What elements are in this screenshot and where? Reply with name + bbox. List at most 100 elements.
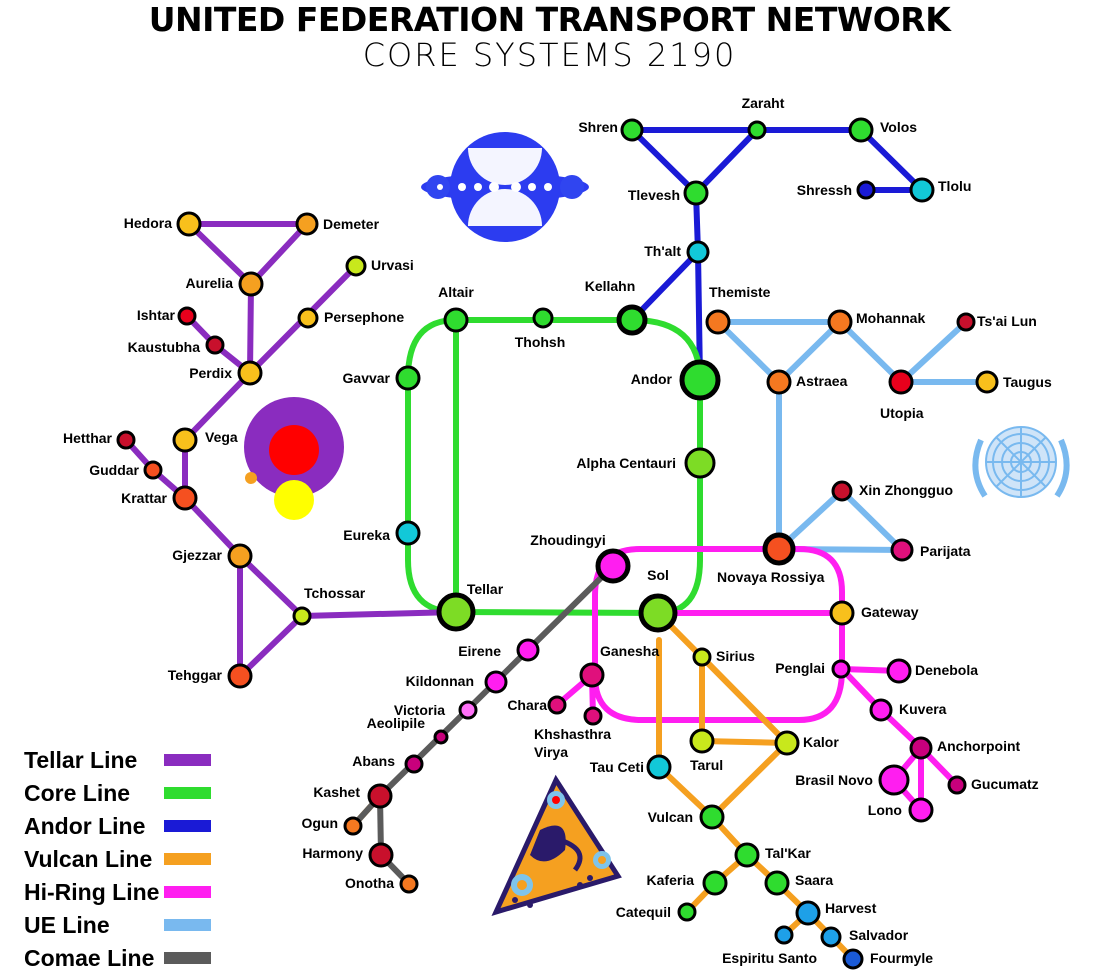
station-perdix[interactable]: Perdix xyxy=(189,360,263,386)
station-krattar[interactable]: Krattar xyxy=(121,485,198,511)
station-marker[interactable] xyxy=(909,736,933,760)
station-marker[interactable] xyxy=(827,309,853,335)
station-marker[interactable] xyxy=(532,307,554,329)
station-utopia[interactable]: Utopia xyxy=(880,369,924,421)
station-espiritu-santo[interactable]: Espiritu Santo xyxy=(722,925,817,966)
station-marker[interactable] xyxy=(297,307,319,329)
station-marker[interactable] xyxy=(856,180,876,200)
station-marker[interactable] xyxy=(831,480,853,502)
station-anchorpoint[interactable]: Anchorpoint xyxy=(909,736,1021,760)
station-themiste[interactable]: Themiste xyxy=(705,284,771,335)
station-marker[interactable] xyxy=(956,312,976,332)
station-marker[interactable] xyxy=(646,754,672,780)
station-marker[interactable] xyxy=(762,532,796,566)
station-marker[interactable] xyxy=(227,663,253,689)
station-hedora[interactable]: Hedora xyxy=(124,211,202,237)
station-marker[interactable] xyxy=(295,212,319,236)
station-ts-ai-lun[interactable]: Ts'ai Lun xyxy=(956,312,1037,332)
station-denebola[interactable]: Denebola xyxy=(886,658,978,684)
station-ganesha[interactable]: Ganesha xyxy=(579,643,659,688)
station-volos[interactable]: Volos xyxy=(848,117,917,143)
station-aurelia[interactable]: Aurelia xyxy=(186,271,264,297)
station-marker[interactable] xyxy=(433,729,449,745)
station-saara[interactable]: Saara xyxy=(764,870,833,896)
station-marker[interactable] xyxy=(683,180,709,206)
station-marker[interactable] xyxy=(176,211,202,237)
station-marker[interactable] xyxy=(888,369,914,395)
station-marker[interactable] xyxy=(395,365,421,391)
station-marker[interactable] xyxy=(345,255,367,277)
station-catequil[interactable]: Catequil xyxy=(616,902,697,922)
station-gucumatz[interactable]: Gucumatz xyxy=(947,775,1039,795)
station-kashet[interactable]: Kashet xyxy=(313,783,393,809)
station-andor[interactable]: Andor xyxy=(631,359,721,401)
station-tlevesh[interactable]: Tlevesh xyxy=(628,180,709,206)
station-tehggar[interactable]: Tehggar xyxy=(168,663,253,689)
station-marker[interactable] xyxy=(692,647,712,667)
station-marker[interactable] xyxy=(227,543,253,569)
station-aeolipile[interactable]: Aeolipile xyxy=(367,715,449,745)
station-kalor[interactable]: Kalor xyxy=(774,730,839,756)
station-marker[interactable] xyxy=(878,764,910,796)
station-kaferia[interactable]: Kaferia xyxy=(647,870,728,896)
station-shressh[interactable]: Shressh xyxy=(797,180,876,200)
station-marker[interactable] xyxy=(689,728,715,754)
station-guddar[interactable]: Guddar xyxy=(89,460,163,480)
station-marker[interactable] xyxy=(766,369,792,395)
station-kaustubha[interactable]: Kaustubha xyxy=(128,335,225,355)
station-marker[interactable] xyxy=(404,754,424,774)
station-marker[interactable] xyxy=(842,948,864,970)
station-marker[interactable] xyxy=(237,360,263,386)
station-marker[interactable] xyxy=(829,600,855,626)
station-marker[interactable] xyxy=(143,460,163,480)
station-marker[interactable] xyxy=(516,638,540,662)
station-harvest[interactable]: Harvest xyxy=(795,900,877,926)
station-marker[interactable] xyxy=(436,592,476,632)
station-marker[interactable] xyxy=(975,370,999,394)
station-vulcan[interactable]: Vulcan xyxy=(648,804,725,830)
station-vega[interactable]: Vega xyxy=(172,427,238,453)
station-marker[interactable] xyxy=(702,870,728,896)
station-fourmyle[interactable]: Fourmyle xyxy=(842,948,933,970)
station-marker[interactable] xyxy=(848,117,874,143)
station-eureka[interactable]: Eureka xyxy=(343,520,421,546)
station-marker[interactable] xyxy=(395,520,421,546)
station-marker[interactable] xyxy=(205,335,225,355)
station-onotha[interactable]: Onotha xyxy=(345,874,419,894)
station-marker[interactable] xyxy=(699,804,725,830)
station-zaraht[interactable]: Zaraht xyxy=(742,95,785,140)
station-tal-kar[interactable]: Tal'Kar xyxy=(734,842,811,868)
station-marker[interactable] xyxy=(172,427,198,453)
station-marker[interactable] xyxy=(679,359,721,401)
station-kildonnan[interactable]: Kildonnan xyxy=(406,670,508,694)
station-marker[interactable] xyxy=(616,304,648,336)
station-marker[interactable] xyxy=(443,307,469,333)
station-marker[interactable] xyxy=(686,240,710,264)
station-marker[interactable] xyxy=(774,925,794,945)
station-abans[interactable]: Abans xyxy=(352,753,424,774)
station-marker[interactable] xyxy=(368,842,394,868)
station-astraea[interactable]: Astraea xyxy=(766,369,848,395)
station-marker[interactable] xyxy=(583,706,603,726)
station-marker[interactable] xyxy=(484,670,508,694)
station-marker[interactable] xyxy=(620,118,644,142)
station-marker[interactable] xyxy=(684,447,716,479)
station-marker[interactable] xyxy=(367,783,393,809)
station-marker[interactable] xyxy=(764,870,790,896)
station-marker[interactable] xyxy=(774,730,800,756)
station-marker[interactable] xyxy=(909,177,935,203)
station-persephone[interactable]: Persephone xyxy=(297,307,404,329)
station-marker[interactable] xyxy=(795,900,821,926)
station-alpha-centauri[interactable]: Alpha Centauri xyxy=(576,447,716,479)
station-brasil-novo[interactable]: Brasil Novo xyxy=(795,764,910,796)
station-ogun[interactable]: Ogun xyxy=(301,815,363,836)
station-kuvera[interactable]: Kuvera xyxy=(869,698,947,722)
station-lono[interactable]: Lono xyxy=(868,797,934,823)
station-marker[interactable] xyxy=(677,902,697,922)
station-xin-zhongguo[interactable]: Xin Zhongguo xyxy=(831,480,953,502)
station-tellar[interactable]: Tellar xyxy=(436,581,504,632)
station-marker[interactable] xyxy=(177,306,197,326)
station-tarul[interactable]: Tarul xyxy=(689,728,723,773)
station-marker[interactable] xyxy=(831,659,851,679)
